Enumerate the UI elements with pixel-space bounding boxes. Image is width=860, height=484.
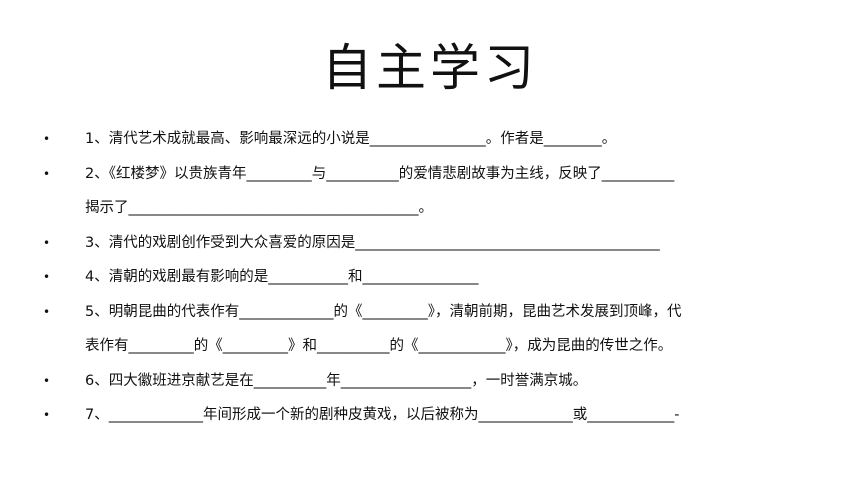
list-item: • 5、明朝昆曲的代表作有_____________的《_________》，清… bbox=[0, 295, 800, 364]
bullet-icon: • bbox=[43, 408, 51, 422]
list-item: • 3、清代的戏剧创作受到大众喜爱的原因是___________________… bbox=[0, 226, 800, 261]
question-text: 5、明朝昆曲的代表作有_____________的《_________》，清朝前… bbox=[85, 303, 682, 320]
list-item: • 6、四大徽班进京献艺是在__________年_______________… bbox=[0, 364, 800, 399]
question-text: 2、《红楼梦》以贵族青年_________与__________的爱情悲剧故事为… bbox=[85, 165, 675, 182]
bullet-icon: • bbox=[43, 304, 51, 319]
question-list: • 1、清代艺术成就最高、影响最深远的小说是________________。作… bbox=[0, 122, 860, 433]
bullet-icon: • bbox=[43, 270, 51, 284]
bullet-icon: • bbox=[43, 132, 51, 146]
list-item: • 2、《红楼梦》以贵族青年_________与__________的爱情悲剧故… bbox=[0, 157, 800, 226]
question-text: 3、清代的戏剧创作受到大众喜爱的原因是_____________________… bbox=[85, 234, 660, 251]
question-text-continued: 揭示了_____________________________________… bbox=[85, 200, 433, 216]
list-item: • 7、_____________年间形成一个新的剧种皮黄戏，以后被称为____… bbox=[0, 398, 800, 433]
list-item: • 4、清朝的戏剧最有影响的是___________和_____________… bbox=[0, 260, 800, 295]
bullet-icon: • bbox=[43, 373, 51, 388]
question-text: 4、清朝的戏剧最有影响的是___________和_______________… bbox=[85, 269, 479, 285]
question-text: 6、四大徽班进京献艺是在__________年_________________… bbox=[85, 372, 588, 389]
bullet-icon: • bbox=[43, 166, 51, 181]
page-title: 自主学习 bbox=[322, 39, 538, 97]
list-item: • 1、清代艺术成就最高、影响最深远的小说是________________。作… bbox=[0, 122, 800, 157]
bullet-icon: • bbox=[43, 235, 51, 250]
question-text: 1、清代艺术成就最高、影响最深远的小说是________________。作者是… bbox=[85, 131, 617, 147]
question-text: 7、_____________年间形成一个新的剧种皮黄戏，以后被称为______… bbox=[85, 407, 680, 423]
question-text-continued: 表作有_________的《_________》和__________的《___… bbox=[85, 338, 673, 354]
